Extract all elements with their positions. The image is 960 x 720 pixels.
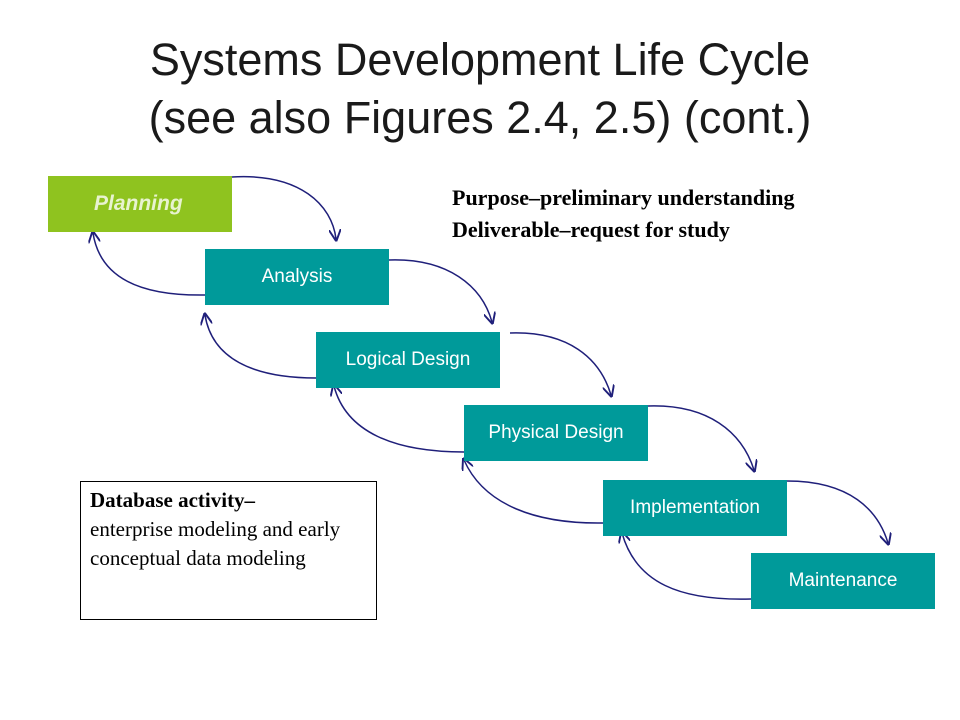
slide-title-line-2: (see also Figures 2.4, 2.5) (cont.) xyxy=(148,92,812,143)
database-activity-box: Database activity– enterprise modeling a… xyxy=(80,481,377,620)
phase-implementation: Implementation xyxy=(603,480,787,536)
forward-arrow-logical-physical xyxy=(509,332,611,395)
phase-physical-design: Physical Design xyxy=(464,405,648,461)
phase-logical-design: Logical Design xyxy=(316,332,500,388)
deliverable-text: Deliverable–request for study xyxy=(452,217,730,242)
back-arrow-maintenance-implementation xyxy=(622,533,752,600)
database-activity-heading: Database activity– xyxy=(90,488,256,512)
phase-analysis: Analysis xyxy=(205,249,389,305)
back-arrow-physical-logical xyxy=(334,386,465,453)
forward-arrow-implementation-maintenance xyxy=(786,480,888,543)
database-activity-body: enterprise modeling and early conceptual… xyxy=(90,517,341,570)
forward-arrow-analysis-logical xyxy=(388,259,492,322)
back-arrow-analysis-planning xyxy=(93,233,206,296)
back-arrow-logical-analysis xyxy=(205,315,317,379)
phase-maintenance: Maintenance xyxy=(751,553,935,609)
slide-title-line-1: Systems Development Life Cycle xyxy=(149,34,811,85)
forward-arrow-planning-analysis xyxy=(231,175,336,239)
purpose-text: Purpose–preliminary understanding xyxy=(452,185,795,210)
phase-planning: Planning xyxy=(48,176,232,232)
forward-arrow-physical-implementation xyxy=(647,405,754,470)
back-arrow-implementation-physical xyxy=(464,460,604,524)
phase-info: Purpose–preliminary understanding Delive… xyxy=(452,182,794,246)
